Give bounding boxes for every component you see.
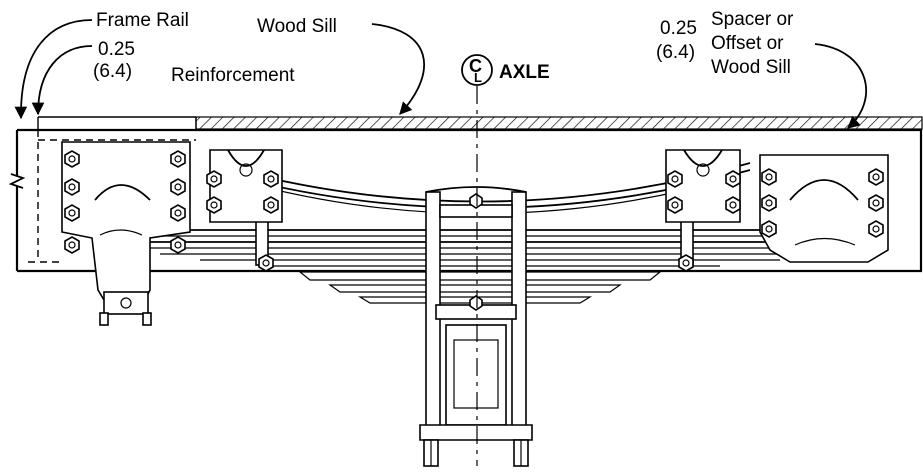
leader-lines: [14, 19, 868, 129]
callout-labels: Frame Rail Wood Sill 0.25 (6.4) Reinforc…: [93, 9, 794, 86]
axle-assembly: [419, 186, 533, 467]
arrow-icon: [371, 23, 425, 115]
rear-hanger-bracket: [759, 154, 889, 263]
front-hanger-bracket: [61, 141, 191, 326]
centerline-icon: [461, 54, 493, 86]
bolt-icon: [469, 193, 483, 209]
wood-sill-label: Wood Sill: [257, 16, 337, 37]
spacer-thickness: 0.25: [660, 18, 697, 39]
spacer-label-line2: Offset or: [711, 33, 784, 54]
bolt-icon: [64, 150, 186, 254]
bolt-icon: [667, 170, 741, 272]
reinforcement-thickness-metric: (6.4): [93, 61, 132, 82]
axle-label: AXLE: [499, 62, 550, 83]
reinforcement-thickness: 0.25: [98, 39, 135, 60]
frame-rail-label: Frame Rail: [96, 10, 189, 31]
wood-sill: [195, 116, 923, 130]
arrow-icon: [14, 19, 93, 120]
spacer-thickness-metric: (6.4): [656, 42, 695, 63]
arrow-icon: [31, 45, 93, 116]
centerline-l: L: [474, 70, 482, 85]
break-icon: [8, 173, 26, 189]
arrow-icon: [814, 43, 868, 129]
spacer-label-line3: Wood Sill: [711, 57, 791, 78]
bolt-icon: [469, 295, 483, 311]
right-spring-hanger: [665, 149, 741, 272]
frame-rail: [8, 128, 923, 273]
reinforcement: [28, 116, 197, 263]
reinforcement-label: Reinforcement: [171, 65, 295, 86]
left-spring-hanger: [206, 149, 283, 272]
centerline-c: C: [469, 56, 482, 76]
spacer-label-line1: Spacer or: [711, 9, 794, 30]
axle-centerline: [461, 54, 493, 466]
bolt-icon: [206, 170, 279, 272]
bolt-icon: [761, 168, 884, 238]
